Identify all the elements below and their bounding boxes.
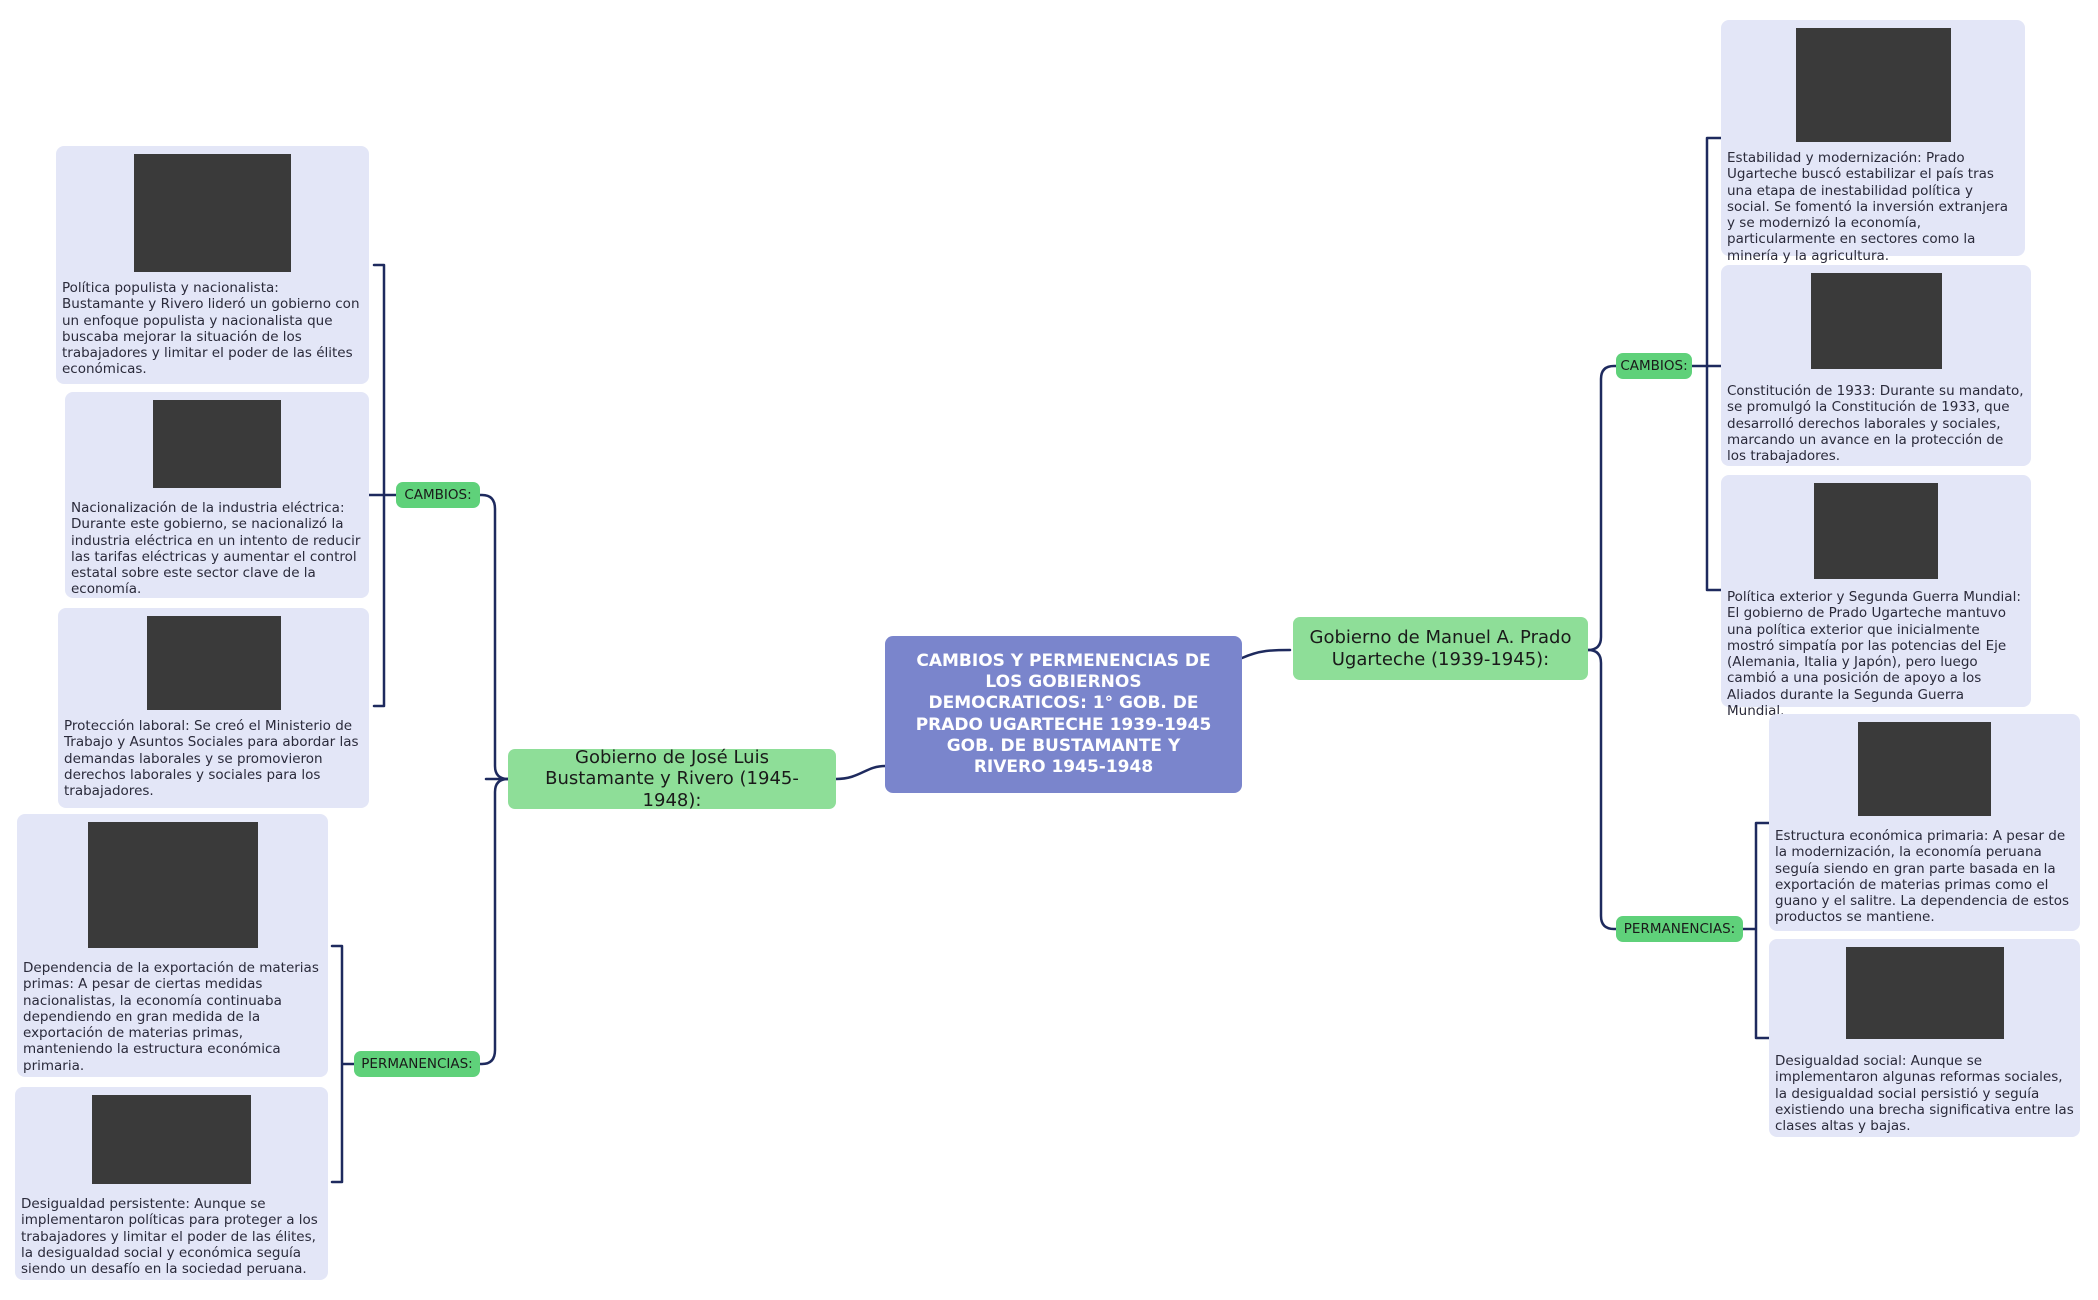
central-topic[interactable]: CAMBIOS Y PERMENENCIAS DE LOS GOBIERNOS … xyxy=(885,636,1242,793)
connector-left-to-permanencias xyxy=(476,777,510,1066)
connector-right-permanencias-bracket xyxy=(1741,821,1771,1040)
right-permanencias-card-2[interactable]: Desigualdad social: Aunque se implementa… xyxy=(1769,939,2080,1137)
officials-at-table-photo xyxy=(1795,28,1951,142)
right-cambios-tag[interactable]: CAMBIOS: xyxy=(1616,353,1692,379)
crowd-dark-photo xyxy=(92,1095,251,1184)
card-text: Protección laboral: Se creó el Ministeri… xyxy=(64,718,359,800)
assembly-signing-photo xyxy=(1810,273,1942,369)
connector-central-to-left xyxy=(834,764,887,781)
left-permanencias-card-1[interactable]: Dependencia de la exportación de materia… xyxy=(17,814,328,1077)
card-text: Desigualdad social: Aunque se implementa… xyxy=(1775,1053,2074,1135)
truck-with-workers-photo xyxy=(87,822,258,948)
left-cambios-tag[interactable]: CAMBIOS: xyxy=(396,482,480,508)
card-text: Constitución de 1933: Durante su mandato… xyxy=(1727,383,2024,465)
card-text: Política exterior y Segunda Guerra Mundi… xyxy=(1727,589,2021,720)
card-text: Estabilidad y modernización: Prado Ugart… xyxy=(1727,150,2009,264)
right-cambios-card-3[interactable]: Política exterior y Segunda Guerra Mundi… xyxy=(1721,475,2031,719)
group-photo-four-men xyxy=(134,154,291,272)
left-government-node[interactable]: Gobierno de José Luis Bustamante y River… xyxy=(508,746,836,811)
connector-central-to-right xyxy=(1240,648,1292,660)
military-officers-walking-photo xyxy=(153,400,281,488)
left-cambios-card-2[interactable]: Nacionalización de la industria eléctric… xyxy=(65,392,369,598)
locomotive-workers-photo xyxy=(1858,722,1991,816)
card-text: Desigualdad persistente: Aunque se imple… xyxy=(21,1196,318,1278)
connector-right-cambios-bracket xyxy=(1690,136,1723,592)
connector-right-to-permanencias xyxy=(1586,648,1618,931)
connector-left-to-cambios xyxy=(476,493,510,781)
left-cambios-card-3[interactable]: Protección laboral: Se creó el Ministeri… xyxy=(58,608,369,808)
connector-left-permanencias-bracket xyxy=(330,944,356,1184)
right-cambios-card-1[interactable]: Estabilidad y modernización: Prado Ugart… xyxy=(1721,20,2025,264)
indigenous-people-painting xyxy=(1845,947,2004,1039)
left-government-label: Gobierno de José Luis Bustamante y River… xyxy=(545,746,799,811)
card-text: Nacionalización de la industria eléctric… xyxy=(71,500,361,598)
connector-right-to-cambios xyxy=(1586,364,1618,652)
right-permanencias-tag[interactable]: PERMANENCIAS: xyxy=(1616,916,1743,942)
right-government-node[interactable]: Gobierno de Manuel A. Prado Ugarteche (1… xyxy=(1293,617,1588,680)
card-text: Estructura económica primaria: A pesar d… xyxy=(1775,828,2070,926)
left-permanencias-card-2[interactable]: Desigualdad persistente: Aunque se imple… xyxy=(15,1087,328,1280)
right-permanencias-card-1[interactable]: Estructura económica primaria: A pesar d… xyxy=(1769,714,2080,931)
right-cambios-card-2[interactable]: Constitución de 1933: Durante su mandato… xyxy=(1721,265,2031,466)
right-government-label: Gobierno de Manuel A. Prado Ugarteche (1… xyxy=(1309,626,1572,670)
card-text: Política populista y nacionalista: Busta… xyxy=(62,280,360,378)
connector-left-cambios-bracket xyxy=(365,263,398,708)
left-cambios-card-1[interactable]: Política populista y nacionalista: Busta… xyxy=(56,146,369,384)
central-topic-label: CAMBIOS Y PERMENENCIAS DE LOS GOBIERNOS … xyxy=(915,650,1212,777)
crowd-of-workers-photo xyxy=(146,616,281,710)
left-permanencias-tag[interactable]: PERMANENCIAS: xyxy=(354,1051,480,1077)
card-text: Dependencia de la exportación de materia… xyxy=(23,960,319,1074)
procession-photo xyxy=(1814,483,1938,579)
